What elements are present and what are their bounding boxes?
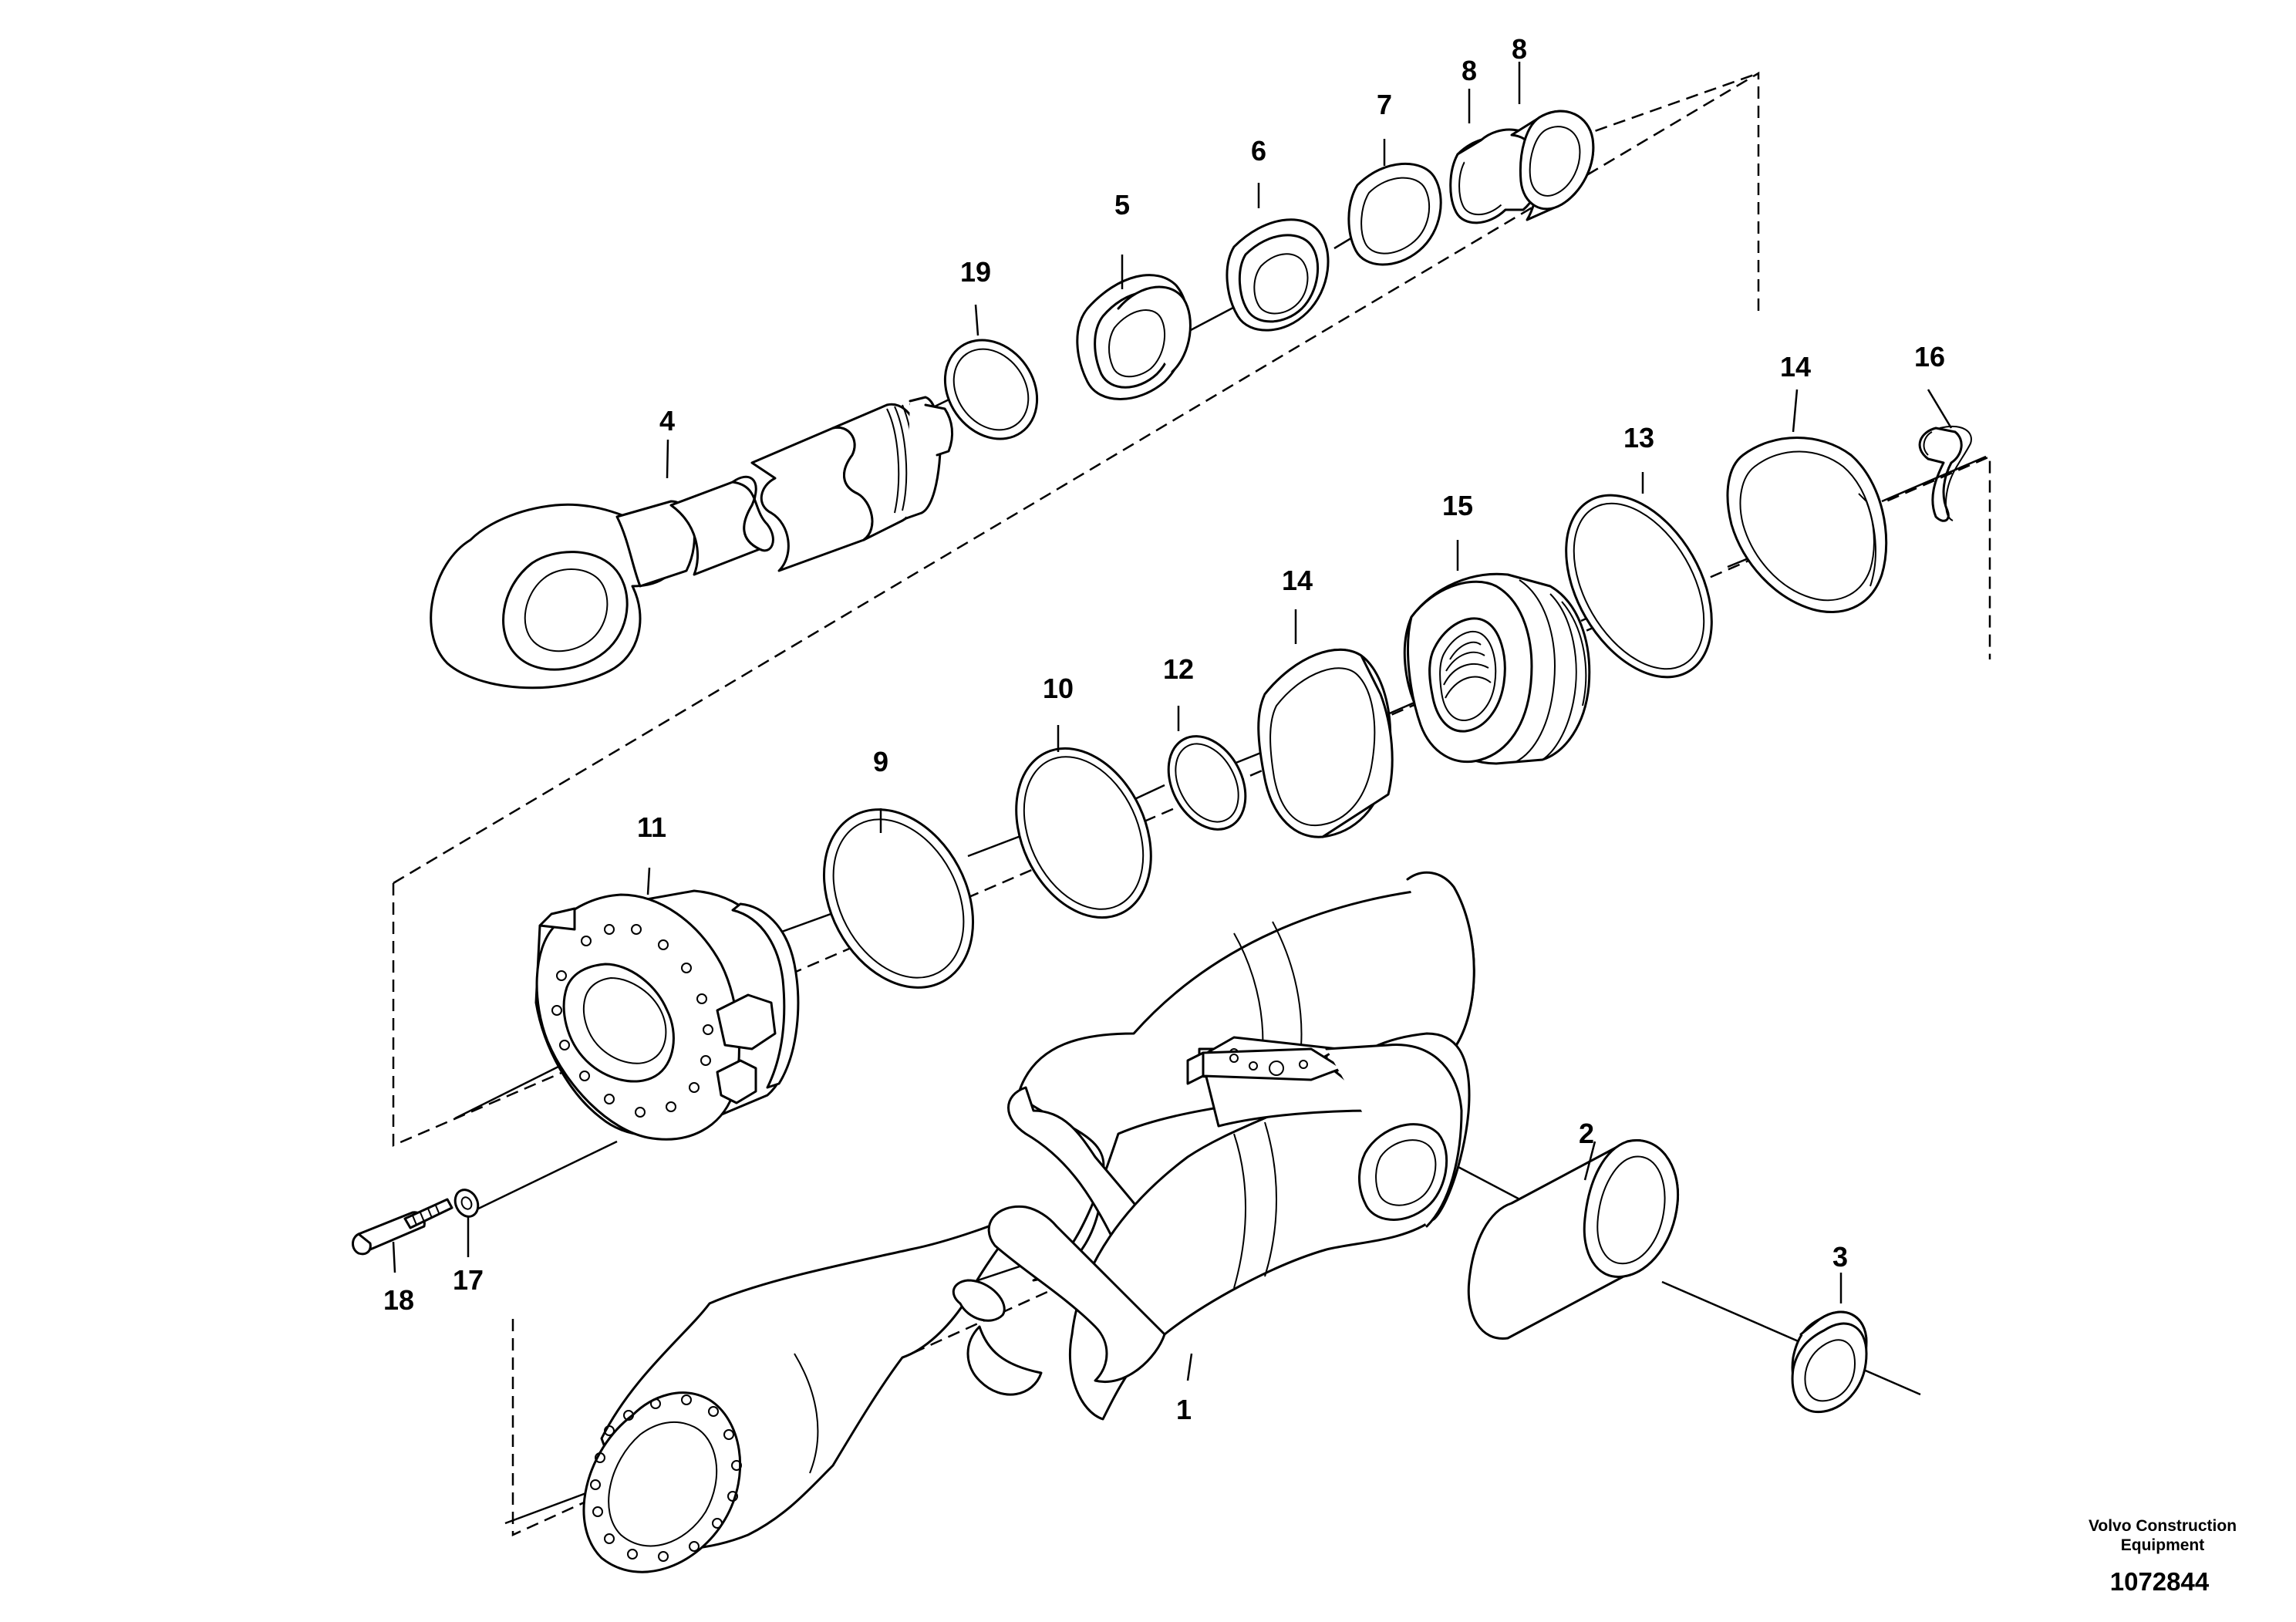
cylinder-head xyxy=(534,889,800,1141)
wiper-ring-6 xyxy=(1226,218,1330,332)
o-ring-13 xyxy=(1565,494,1713,679)
callout-labels: 1 2 3 4 5 6 7 8 8 9 10 11 12 13 14 14 15… xyxy=(383,33,1945,1425)
callout-12: 12 xyxy=(1163,653,1194,685)
callout-8b: 8 xyxy=(1512,33,1527,65)
callout-4: 4 xyxy=(659,405,675,437)
o-ring-19 xyxy=(943,339,1039,440)
callout-14b: 14 xyxy=(1780,351,1811,383)
bushing-sleeve xyxy=(1467,1139,1680,1340)
callout-3: 3 xyxy=(1832,1241,1848,1273)
callout-17: 17 xyxy=(453,1264,484,1296)
callout-16: 16 xyxy=(1914,341,1945,373)
callout-8a: 8 xyxy=(1462,55,1477,86)
callout-1: 1 xyxy=(1176,1394,1192,1425)
callout-7: 7 xyxy=(1377,89,1392,120)
bolt-axis xyxy=(470,1140,618,1214)
callout-19: 19 xyxy=(960,256,991,288)
callout-13: 13 xyxy=(1623,422,1654,454)
rod-seal-5 xyxy=(1076,274,1192,400)
washer-17 xyxy=(453,1189,480,1218)
lock-clip-16 xyxy=(1918,425,1972,522)
guide-ring-8a xyxy=(1449,128,1544,224)
piston xyxy=(1403,572,1591,765)
rod-top-leader xyxy=(1576,72,1759,139)
callout-14a: 14 xyxy=(1282,565,1313,596)
callout-2: 2 xyxy=(1579,1118,1594,1149)
rod-group-frame xyxy=(393,71,1760,885)
callout-10: 10 xyxy=(1043,673,1074,704)
callout-leaders xyxy=(392,62,1953,1381)
document-number: 1072844 xyxy=(2110,1567,2210,1596)
barrel-upper xyxy=(966,1032,1471,1421)
credit-company-line2: Equipment xyxy=(2121,1536,2205,1554)
callout-18: 18 xyxy=(383,1284,414,1316)
guide-ring-8b xyxy=(1510,110,1595,221)
seal-ring-9 xyxy=(822,808,975,989)
piston-rod xyxy=(430,396,954,690)
seal-ring-3 xyxy=(1791,1310,1868,1414)
backup-ring-7 xyxy=(1347,162,1442,266)
o-ring-12 xyxy=(1167,735,1247,831)
head-piston-group-frame xyxy=(392,455,1991,1147)
credit-block: Volvo Construction Equipment 1072844 xyxy=(2089,1517,2237,1596)
callout-5: 5 xyxy=(1114,189,1130,221)
callout-15: 15 xyxy=(1442,490,1473,521)
callout-6: 6 xyxy=(1251,135,1266,167)
bolt-18 xyxy=(352,1198,453,1256)
callout-9: 9 xyxy=(873,746,888,777)
credit-company-line1: Volvo Construction xyxy=(2089,1517,2237,1535)
callout-11: 11 xyxy=(637,811,666,843)
wear-band-14a xyxy=(1257,648,1394,838)
wear-band-14b xyxy=(1726,437,1888,614)
seal-ring-10 xyxy=(1015,747,1152,919)
